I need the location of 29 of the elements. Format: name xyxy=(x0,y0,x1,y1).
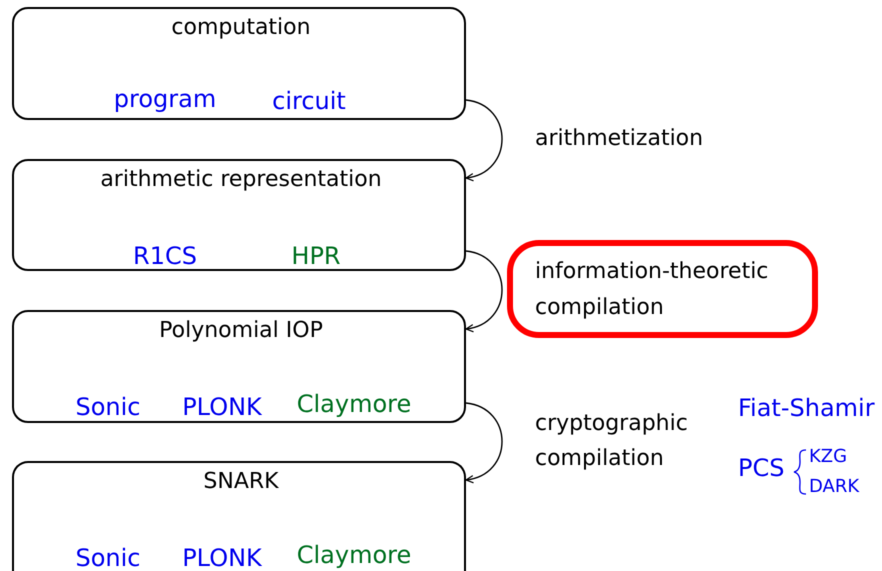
rounded-box xyxy=(12,461,466,571)
method-name: Fiat-Shamir xyxy=(738,396,875,420)
scheme-name: program xyxy=(114,87,216,111)
box-title: Polynomial IOP xyxy=(159,320,323,342)
rounded-box xyxy=(12,159,466,271)
rounded-box xyxy=(12,310,466,423)
highlight-box xyxy=(507,240,818,338)
scheme-name: PCS xyxy=(738,456,784,480)
curved-arrow xyxy=(465,250,503,332)
box-title: arithmetic representation xyxy=(100,169,382,191)
edge-label: cryptographic compilation xyxy=(535,410,689,473)
scheme-name: PLONK xyxy=(182,395,262,419)
rounded-box xyxy=(12,7,466,120)
edge-label: arithmetization xyxy=(535,125,704,153)
scheme-name: PLONK xyxy=(182,546,262,570)
scheme-name: Sonic xyxy=(76,546,140,570)
scheme-name: HPR xyxy=(291,244,341,268)
scheme-name: DARK xyxy=(809,478,860,496)
scheme-name: circuit xyxy=(272,89,346,113)
step-label: information-theoretic compilation xyxy=(535,258,770,322)
scheme-name: KZG xyxy=(809,448,848,466)
scheme-name: Sonic xyxy=(76,395,140,419)
curved-arrow xyxy=(465,402,503,483)
scheme-name: Claymore xyxy=(296,392,412,416)
box-title: computation xyxy=(171,17,311,39)
scheme-name: R1CS xyxy=(133,244,197,268)
scheme-name: Claymore xyxy=(296,543,412,567)
curved-arrow xyxy=(465,99,503,180)
box-title: SNARK xyxy=(203,471,279,493)
